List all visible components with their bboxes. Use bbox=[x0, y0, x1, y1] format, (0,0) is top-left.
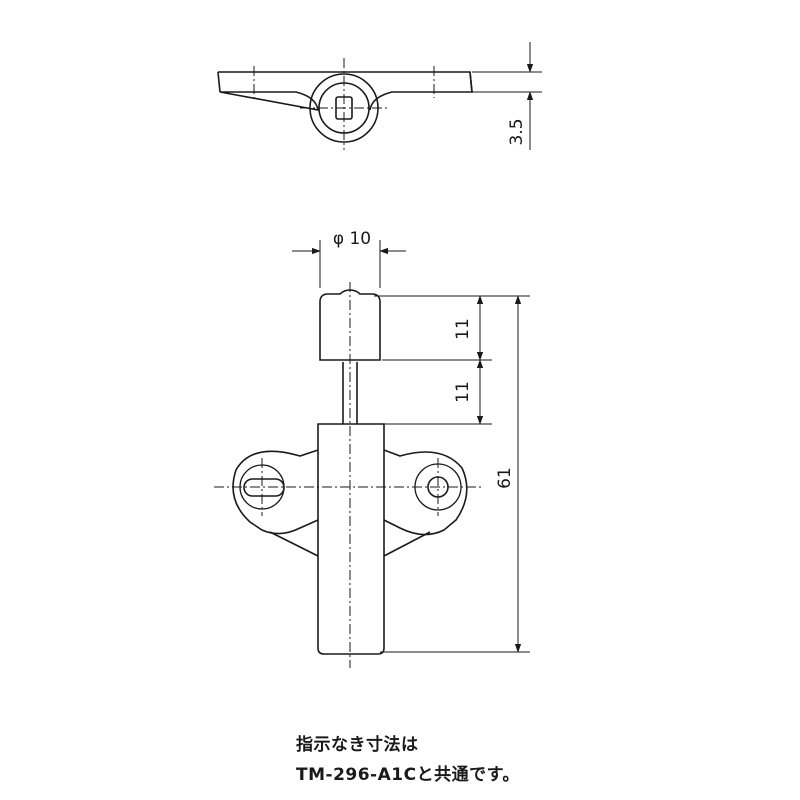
top-view-plate bbox=[218, 71, 473, 111]
dim-label-phi10: φ 10 bbox=[333, 229, 371, 249]
dim-label-11-upper: 11 bbox=[453, 318, 473, 340]
dim-label-3.5: 3.5 bbox=[507, 118, 527, 145]
mounting-flange bbox=[232, 449, 468, 536]
body bbox=[317, 423, 385, 655]
top-view bbox=[217, 42, 542, 150]
dim-label-11-lower: 11 bbox=[453, 381, 473, 403]
left-ear-slot bbox=[243, 478, 285, 497]
note-line-1: 指示なき寸法は bbox=[296, 735, 419, 755]
note-line-2: TM-296-A1Cと共通です。 bbox=[296, 765, 520, 785]
dim-label-61: 61 bbox=[495, 467, 515, 489]
front-view bbox=[214, 240, 530, 668]
